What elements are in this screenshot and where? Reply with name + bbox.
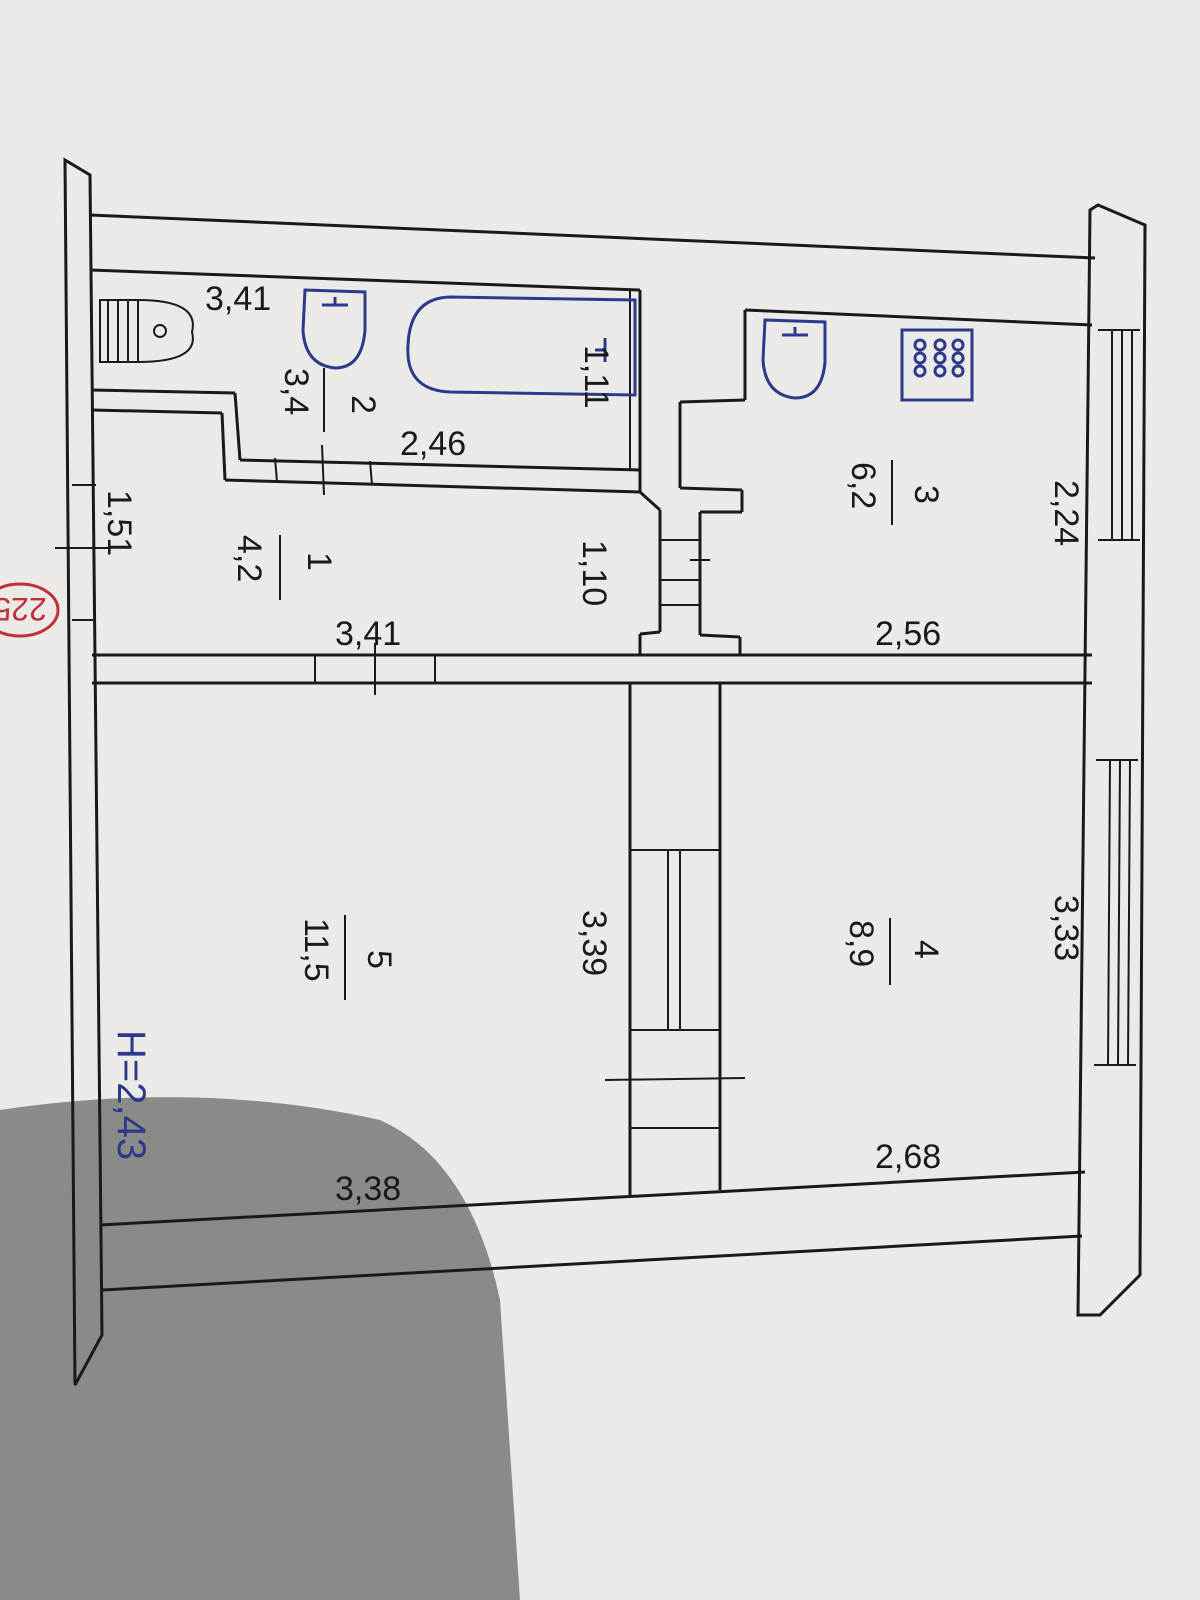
kitchen-walls xyxy=(638,310,747,655)
room5-length-label: 3,38 xyxy=(335,1170,401,1208)
room-3-number: 3 xyxy=(907,485,945,504)
room-1-label: 1 4,2 xyxy=(230,535,338,600)
sink-icon xyxy=(761,318,827,400)
room4-length-label: 2,68 xyxy=(875,1138,941,1176)
room-3-label: 3 6,2 xyxy=(844,460,945,525)
room-1-number: 1 xyxy=(300,552,338,571)
toilet-room-walls xyxy=(91,290,642,494)
room4-width-label: 3,33 xyxy=(1047,895,1085,961)
room-5-area: 11,5 xyxy=(297,918,335,982)
door-icon xyxy=(660,539,710,606)
hall-depth-label: 1,10 xyxy=(575,540,613,606)
room-5-label: 5 11,5 xyxy=(297,915,398,1000)
stamp-number: 225 xyxy=(0,591,47,627)
bathtub-icon xyxy=(406,295,637,397)
toilet-icon xyxy=(99,299,194,363)
right-outer-wall xyxy=(1076,203,1147,1317)
photo-shadow xyxy=(0,1097,520,1600)
room-1-area: 4,2 xyxy=(230,535,268,582)
left-outer-wall xyxy=(63,157,104,1386)
partition-wall xyxy=(604,683,746,1195)
window-icon xyxy=(1094,759,1138,1066)
kitchen-width-label: 2,24 xyxy=(1047,480,1085,546)
room-4-number: 4 xyxy=(907,940,945,959)
window-icon xyxy=(1098,329,1140,541)
room-2-area: 3,4 xyxy=(277,368,315,415)
room-2-number: 2 xyxy=(344,395,382,414)
hall-length-label: 3,41 xyxy=(335,615,401,653)
sink-icon xyxy=(301,288,367,370)
ceiling-height-label: H=2,43 xyxy=(109,1030,153,1160)
hall-width-label: 1,51 xyxy=(100,490,138,556)
bath-width-label: 1,11 xyxy=(577,345,615,409)
room-4-area: 8,9 xyxy=(842,920,880,967)
top-outer-wall xyxy=(89,213,1096,327)
room-4-label: 4 8,9 xyxy=(842,918,945,985)
stamp-badge: 225 xyxy=(0,582,60,638)
room-5-number: 5 xyxy=(360,950,398,969)
bottom-outer-wall xyxy=(99,1170,1086,1292)
middle-wall xyxy=(92,643,1092,695)
toilet-width-label: 3,41 xyxy=(205,280,271,318)
room5-depth-label: 3,39 xyxy=(575,910,613,976)
bath-length-label: 2,46 xyxy=(400,425,466,463)
door-icon xyxy=(55,484,110,621)
kitchen-length-label: 2,56 xyxy=(875,615,941,653)
room-3-area: 6,2 xyxy=(844,462,882,509)
door-icon xyxy=(274,444,373,496)
room-2-label: 2 3,4 xyxy=(277,368,382,432)
stove-icon xyxy=(900,328,974,402)
